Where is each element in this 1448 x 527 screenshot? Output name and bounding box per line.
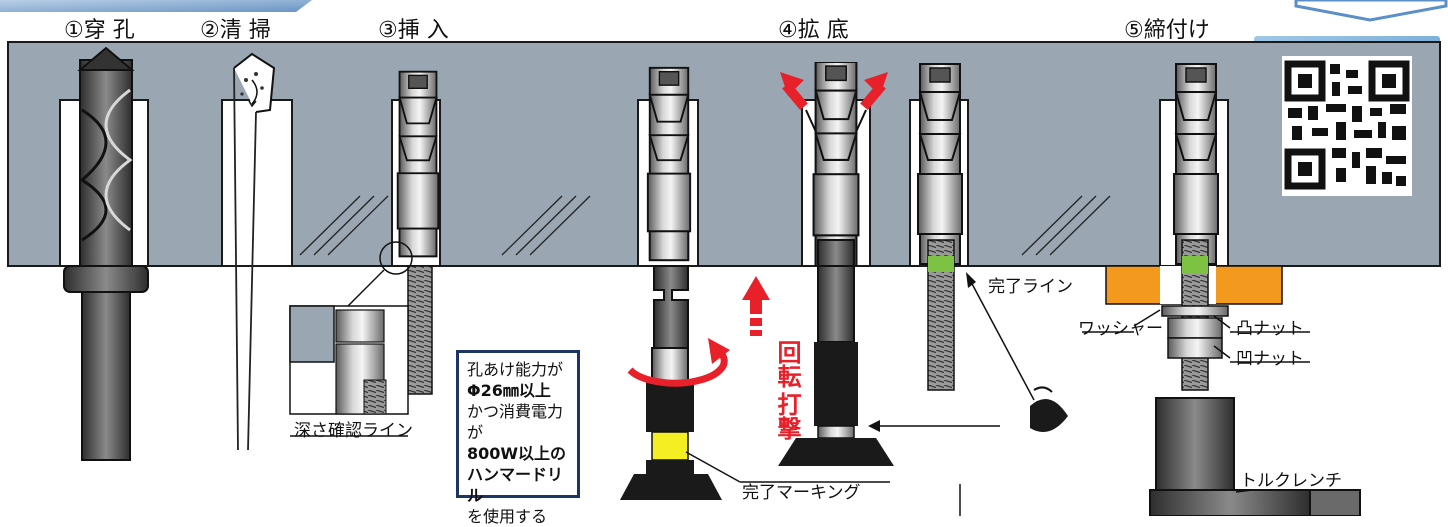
complete-line-label: 完了ライン: [988, 277, 1073, 297]
torque-wrench: [1149, 397, 1361, 516]
step-3-title: ③挿 入: [378, 18, 449, 43]
eye-icon: [1030, 386, 1068, 432]
qr-code: [1282, 56, 1412, 196]
concrete-slab: [7, 41, 1441, 267]
rotation-arrow: [627, 338, 730, 387]
header-tab: [0, 0, 312, 12]
corner-badge: [1294, 0, 1448, 22]
step-5-title: ⑤締付け: [1124, 18, 1210, 43]
sight-line: [969, 279, 1035, 401]
impact-up-arrow: [742, 276, 770, 336]
complete-marking-label: 完了マーキング: [742, 483, 861, 503]
concave-nut-label: 凹ナット: [1236, 349, 1304, 369]
anchor-complete: [916, 62, 964, 391]
convex-nut-label: 凸ナット: [1236, 319, 1304, 339]
info-line-4: 800W以上の: [467, 444, 567, 463]
sight-arrowhead: [966, 272, 976, 288]
surface-hatches: [299, 195, 1111, 256]
hammer-drill-requirement-box: 孔あけ能力が Φ26㎜以上 かつ消費電力が 800W以上の ハンマードリル を使…: [456, 350, 580, 526]
step-4-title: ④拡 底: [778, 18, 849, 43]
info-line-5: ハンマードリル: [467, 465, 564, 505]
info-line-2: Φ26㎜以上: [467, 381, 551, 400]
anchor-expanded: [778, 62, 894, 466]
torque-wrench-label: トルクレンチ: [1240, 471, 1342, 491]
leader-lines: [290, 309, 1310, 516]
expansion-arrows: [780, 72, 888, 110]
step-2-title: ②清 掃: [200, 18, 271, 43]
anchor-tightened: [1105, 62, 1283, 391]
sight-arrowhead-2: [868, 420, 880, 432]
impact-text: 打撃: [773, 392, 801, 440]
step-1-title: ①穿 孔: [64, 18, 135, 43]
anchor-with-setting-tool: [620, 66, 722, 500]
diagram-canvas: [0, 0, 1448, 516]
rotation-text: 回転: [773, 340, 801, 388]
drill-bit: [63, 46, 149, 461]
depth-check-label: 深さ確認ライン: [294, 421, 413, 441]
info-line-3: かつ消費電力が: [467, 402, 564, 442]
cleaning-tube: [233, 52, 276, 451]
info-line-1: 孔あけ能力が: [467, 360, 564, 379]
depth-check-inset: [289, 241, 413, 415]
rotation-impact-label: 回転 打撃: [772, 340, 801, 440]
washer-label: ワッシャー: [1078, 319, 1163, 339]
info-line-6: を使用する: [467, 507, 548, 526]
